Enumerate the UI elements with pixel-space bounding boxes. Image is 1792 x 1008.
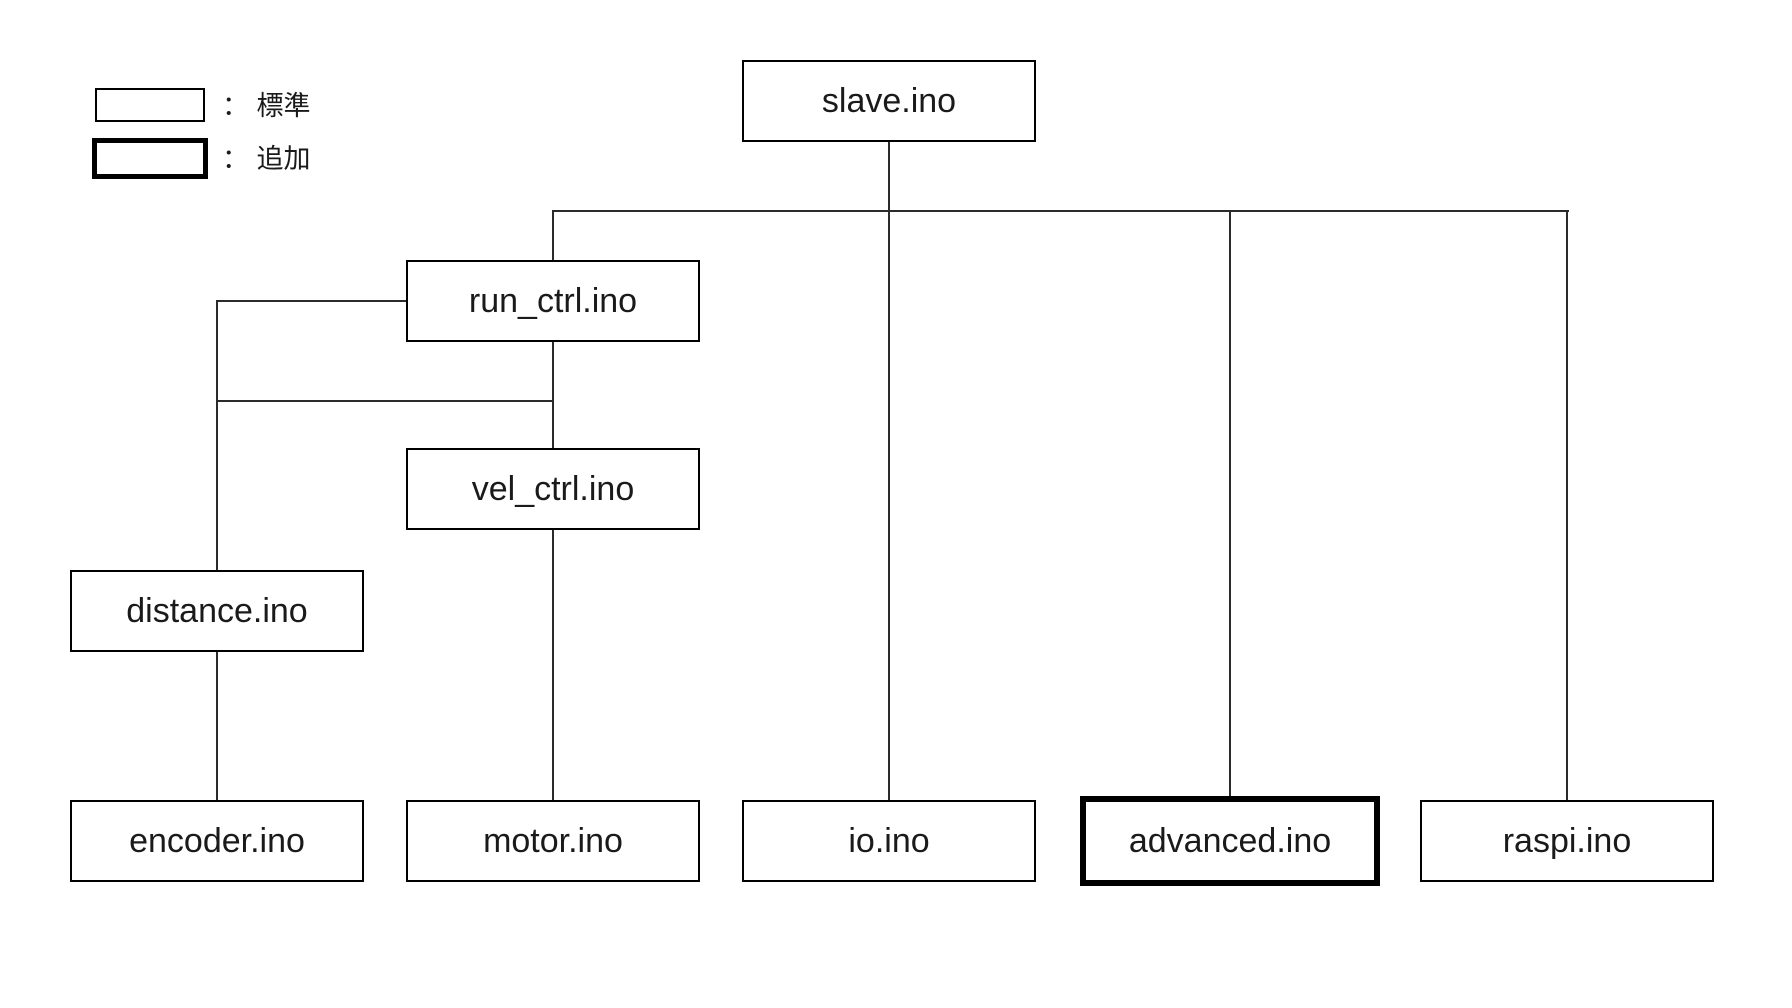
node-run-ctrl-ino-label: run_ctrl.ino (468, 282, 638, 320)
edge-mid-connector (216, 400, 554, 402)
node-motor-ino-label: motor.ino (483, 822, 623, 860)
node-raspi-ino-label: raspi.ino (1502, 822, 1632, 860)
node-advanced-ino: advanced.ino (1080, 796, 1380, 886)
edge-vel-ctrl-to-motor (552, 530, 554, 802)
node-distance-ino: distance.ino (70, 570, 364, 652)
node-slave-ino-label: slave.ino (821, 82, 957, 120)
edge-slave-to-io (888, 142, 890, 801)
edge-branch-to-run-ctrl (552, 210, 554, 262)
legend-standard-label: ： 標準 (222, 91, 311, 121)
node-io-ino-label: io.ino (848, 822, 930, 860)
edge-left-rail-to-distance (216, 300, 218, 572)
node-encoder-ino: encoder.ino (70, 800, 364, 882)
edge-branch-horizontal (552, 210, 1569, 212)
node-run-ctrl-ino: run_ctrl.ino (406, 260, 700, 342)
legend-standard-swatch (95, 88, 205, 122)
node-io-ino: io.ino (742, 800, 1036, 882)
edge-run-ctrl-to-vel-ctrl (552, 341, 554, 450)
node-motor-ino: motor.ino (406, 800, 700, 882)
legend-added-swatch (92, 138, 208, 179)
node-vel-ctrl-ino: vel_ctrl.ino (406, 448, 700, 530)
node-raspi-ino: raspi.ino (1420, 800, 1714, 882)
legend-added-label: ： 追加 (222, 144, 311, 174)
edge-run-ctrl-left-exit (216, 300, 408, 302)
node-advanced-ino-label: advanced.ino (1128, 822, 1332, 860)
node-distance-ino-label: distance.ino (126, 592, 308, 630)
edge-distance-to-encoder (216, 651, 218, 802)
node-encoder-ino-label: encoder.ino (129, 822, 305, 860)
node-vel-ctrl-ino-label: vel_ctrl.ino (471, 470, 635, 508)
edge-branch-to-advanced (1229, 210, 1231, 798)
edge-branch-to-raspi (1566, 210, 1568, 802)
node-slave-ino: slave.ino (742, 60, 1036, 142)
